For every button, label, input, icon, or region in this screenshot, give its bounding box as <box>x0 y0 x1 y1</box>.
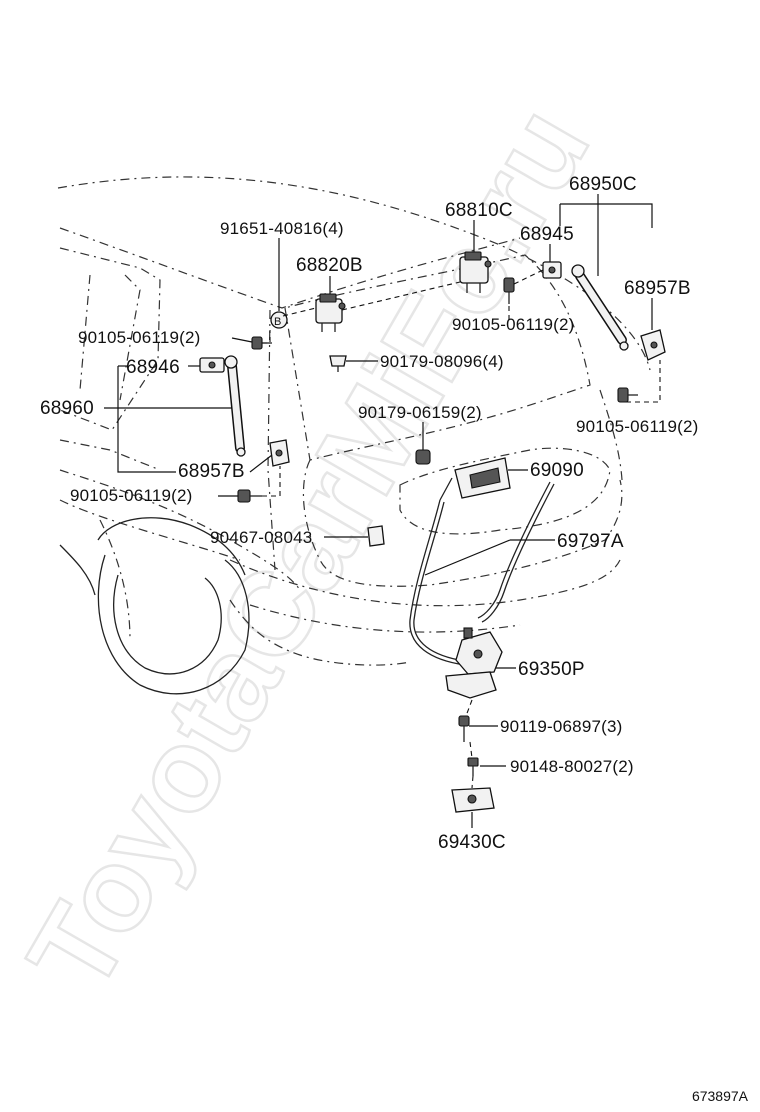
bolt-90105-d-part <box>237 489 262 503</box>
label-68945: 68945 <box>520 224 574 245</box>
label-90105-06119-a: 90105-06119(2) <box>78 328 201 347</box>
label-91651-40816: 91651-40816(4) <box>220 219 344 238</box>
label-68957b-right: 68957B <box>624 278 691 299</box>
leader-lines <box>104 194 661 828</box>
label-69350p: 69350P <box>518 659 585 680</box>
label-69090: 69090 <box>530 460 584 481</box>
label-90148-80027: 90148-80027(2) <box>510 757 634 776</box>
label-90119-06897: 90119-06897(3) <box>500 717 623 736</box>
label-90105-06119-c: 90105-06119(2) <box>576 417 699 436</box>
bracket-68946-part <box>199 357 225 373</box>
bracket-68945-part <box>542 261 562 279</box>
bracket-68957b-left-part <box>269 439 290 467</box>
label-90467-08043: 90467-08043 <box>210 528 312 547</box>
label-68950c: 68950C <box>569 174 637 195</box>
marker-b-label: B <box>274 316 281 328</box>
label-68810c: 68810C <box>445 200 513 221</box>
rear-wheel <box>59 517 250 695</box>
damper-stay-right-part <box>571 264 629 351</box>
label-68820b: 68820B <box>296 255 363 276</box>
clip-90179-08096-part <box>329 355 347 372</box>
diagram-code: 673897A <box>691 1088 748 1104</box>
bolt-90105-b-part <box>503 277 515 304</box>
label-68946: 68946 <box>126 357 180 378</box>
label-69797a: 69797A <box>557 531 624 552</box>
clip-90179-06159-part <box>415 449 431 465</box>
clip-90467-part <box>367 525 385 547</box>
striker-69430c-part <box>451 787 495 813</box>
bolt-marker-b: B <box>270 311 288 329</box>
bracket-68957b-right-part <box>640 329 666 361</box>
hinge-68820b-part <box>315 293 346 332</box>
part-labels: 68950C 68810C 91651-40816(4) 68945 68820… <box>40 174 699 853</box>
label-90179-06159: 90179-06159(2) <box>358 403 482 422</box>
hinge-68810c-part <box>459 251 492 293</box>
lock-69350p-part <box>445 627 503 699</box>
label-90179-08096: 90179-08096(4) <box>380 352 504 371</box>
cable-69797a-part <box>409 481 555 666</box>
handle-69090-part <box>439 457 511 501</box>
label-69430c: 69430C <box>438 832 506 853</box>
label-90105-06119-d: 90105-06119(2) <box>70 486 193 505</box>
label-68960: 68960 <box>40 398 94 419</box>
bolt-90105-c-part <box>617 387 638 403</box>
damper-stay-left-part <box>224 355 246 457</box>
label-68957b-left: 68957B <box>178 461 245 482</box>
screw-90148-part <box>467 757 479 776</box>
screw-90119-part <box>458 715 470 742</box>
label-90105-06119-b: 90105-06119(2) <box>452 315 575 334</box>
